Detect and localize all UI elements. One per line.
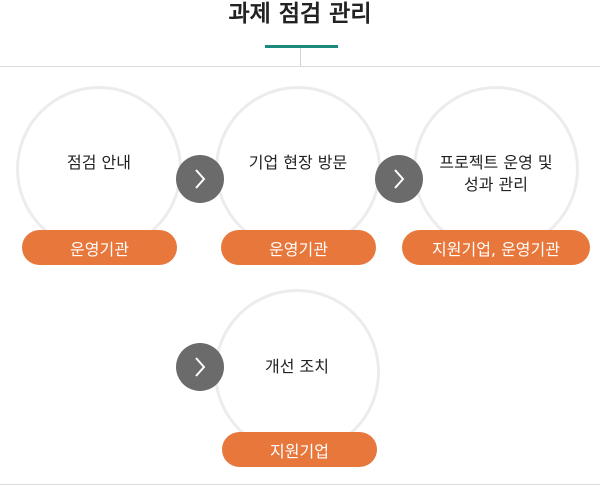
chevron-right-icon xyxy=(195,169,206,189)
page-title: 과제 점검 관리 xyxy=(228,1,372,27)
bottom-divider xyxy=(0,484,600,485)
step-4-badge: 지원기업 xyxy=(222,432,377,467)
step-3-label-line-1: 프로젝트 운영 및 xyxy=(439,153,553,172)
step-circle-1 xyxy=(16,86,182,252)
step-arrow-3 xyxy=(176,343,224,391)
step-circle-4 xyxy=(214,289,380,455)
step-3-label-line-2: 성과 관리 xyxy=(464,175,528,194)
step-1-label-line-1: 점검 안내 xyxy=(67,153,131,172)
step-3-label: 프로젝트 운영 및 성과 관리 xyxy=(411,152,581,196)
step-arrow-2 xyxy=(375,155,423,203)
center-divider-tick xyxy=(300,48,301,66)
step-arrow-1 xyxy=(176,155,224,203)
step-2-label: 기업 현장 방문 xyxy=(213,152,383,174)
step-1-label: 점검 안내 xyxy=(14,152,184,174)
step-2-badge: 운영기관 xyxy=(221,230,376,265)
step-1-badge: 운영기관 xyxy=(22,230,177,265)
step-4-label-line-1: 개선 조치 xyxy=(265,357,329,376)
step-4-label: 개선 조치 xyxy=(212,356,382,378)
top-divider xyxy=(0,66,600,67)
chevron-right-icon xyxy=(394,169,405,189)
step-3-badge: 지원기업, 운영기관 xyxy=(402,230,590,265)
title-underline xyxy=(265,45,338,48)
step-2-label-line-1: 기업 현장 방문 xyxy=(248,153,348,172)
chevron-right-icon xyxy=(195,357,206,377)
